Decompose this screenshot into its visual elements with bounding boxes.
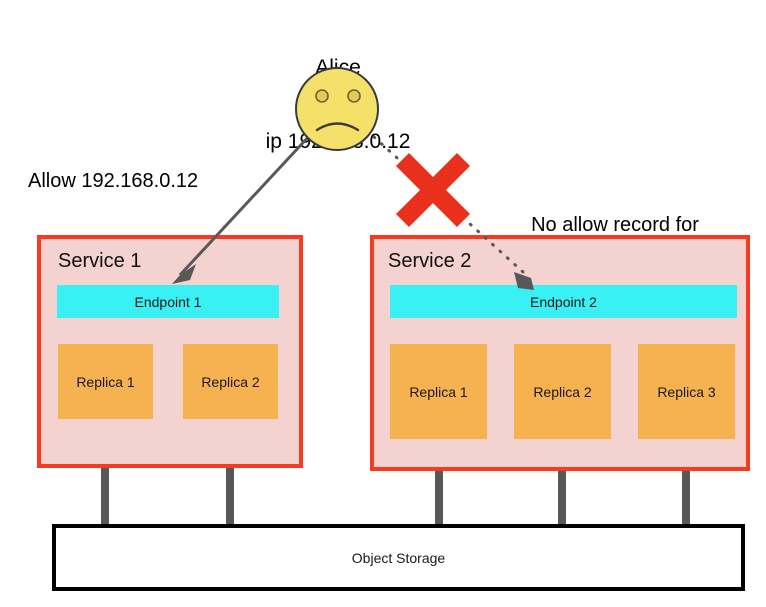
actor-ip: ip 192.168.0.12: [265, 129, 411, 153]
pipe-s2-replica2-storage: [558, 434, 566, 527]
allow-annotation: Allow 192.168.0.12: [28, 170, 199, 192]
service-1-replica-1[interactable]: Replica 1: [58, 344, 153, 419]
service-2-replica-1[interactable]: Replica 1: [390, 344, 487, 439]
service-1-replica-2[interactable]: Replica 2: [183, 344, 278, 419]
deny-annotation-line1: No allow record for: [531, 214, 699, 237]
endpoint-1[interactable]: Endpoint 1: [57, 285, 279, 318]
pipe-s1-replica2-storage: [226, 414, 234, 527]
service-2-replica-2[interactable]: Replica 2: [514, 344, 611, 439]
service-2-title: Service 2: [388, 250, 472, 272]
pipe-s1-replica1-storage: [101, 414, 109, 527]
actor-label: Alice ip 192.168.0.12: [213, 6, 463, 204]
pipe-s2-replica3-storage: [682, 434, 690, 527]
object-storage-box[interactable]: Object Storage: [52, 524, 745, 591]
service-1-title: Service 1: [58, 250, 142, 272]
actor-name: Alice: [315, 55, 361, 79]
pipe-s2-replica1-storage: [435, 434, 443, 527]
endpoint-2[interactable]: Endpoint 2: [390, 285, 737, 318]
service-2-replica-3[interactable]: Replica 3: [638, 344, 735, 439]
